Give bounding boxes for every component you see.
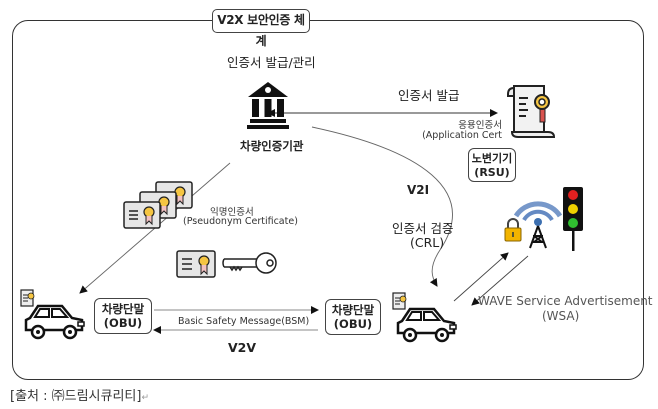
application-cert-label: 응용인증서 [458, 120, 502, 131]
doc-icon [392, 292, 407, 310]
left-car-icon [20, 289, 85, 340]
certificate-card-icon [176, 250, 216, 278]
ca-top-label: 인증서 발급/관리 [227, 55, 316, 70]
mid-obu-box: 차량단말 (OBU) [325, 299, 381, 335]
mid-car-icon [392, 292, 457, 343]
signal-wave-inner [522, 209, 554, 222]
ca-to-car-crl-curve [311, 126, 453, 287]
car-to-rsu-arrow [453, 252, 509, 302]
diagram-frame [12, 20, 644, 380]
certificate-cards-icon [123, 181, 193, 229]
rsu-box-line2: (RSU) [474, 166, 510, 179]
diagram-title: V2X 보안인증 체계 [212, 9, 310, 48]
wsa-sub-label: (WSA) [542, 309, 580, 323]
v2v-label: V2V [228, 340, 257, 355]
traffic-light-icon [563, 187, 583, 251]
application-cert-en-label: (Application Cert [422, 130, 502, 141]
rsu-box-line1: 노변기기 [471, 152, 513, 165]
pseudonym-cert-en-label: (Pseudonym Certificate) [183, 216, 298, 227]
crl-verify-label: 인증서 검증 [392, 221, 454, 236]
rsu-box: 노변기기 (RSU) [468, 148, 516, 182]
left-obu-box: 차량단말 (OBU) [94, 298, 152, 334]
bsm-label: Basic Safety Message(BSM) [178, 316, 310, 327]
mid-obu-line1: 차량단말 [331, 303, 375, 317]
rsu-to-car-arrow [471, 255, 529, 306]
antenna-tower-icon [529, 218, 547, 249]
rsu-signal-group [504, 201, 563, 249]
mid-obu-line2: (OBU) [333, 317, 373, 331]
v2i-label: V2I [407, 183, 430, 197]
crl-label: (CRL) [410, 235, 445, 250]
return-mark-icon: ↵ [141, 393, 150, 403]
rsu-issue-label: 인증서 발급 [398, 88, 460, 103]
lock-icon [504, 218, 522, 242]
key-icon [222, 252, 277, 274]
pseudonym-cert-label: 익명인증서 [210, 207, 254, 218]
ca-name: 차량인증기관 [240, 139, 304, 153]
left-obu-line2: (OBU) [103, 316, 143, 330]
source-caption: [출처 : ㈜드림시큐리티]↵ [10, 385, 149, 404]
left-obu-line1: 차량단말 [101, 302, 145, 316]
doc-icon [20, 289, 35, 307]
certificate-scroll-icon [507, 85, 556, 138]
wsa-label: WAVE Service Advertisement [478, 294, 653, 308]
source-caption-text: [출처 : ㈜드림시큐리티] [10, 389, 142, 404]
signal-wave-outer [513, 201, 563, 218]
bank-building-icon [247, 82, 289, 129]
